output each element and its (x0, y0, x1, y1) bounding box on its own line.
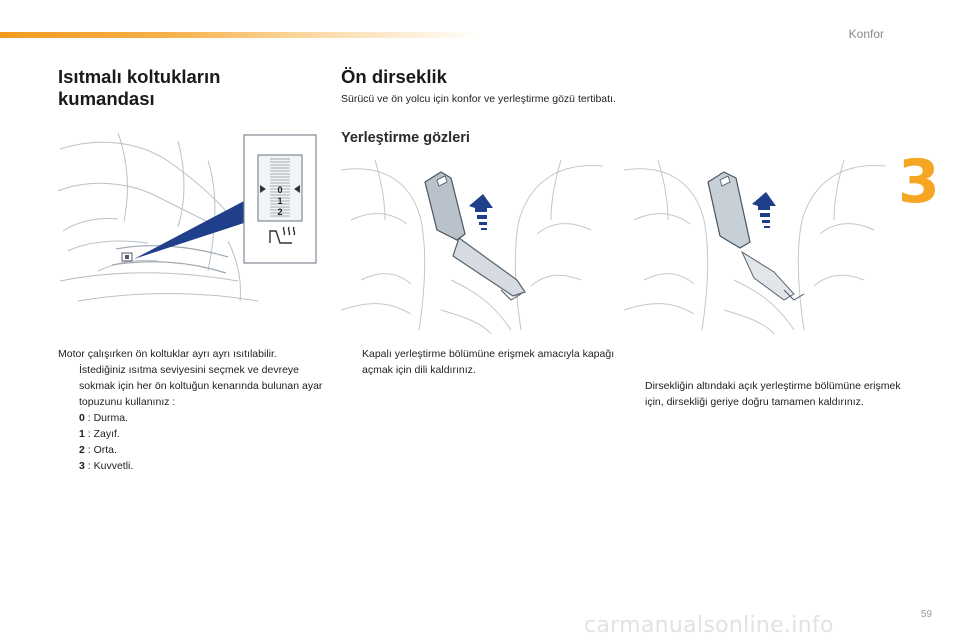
heated-seats-bullet: İstediğiniz ısıtma seviyesini seçmek ve … (58, 362, 323, 474)
storage-title: Yerleştirme gözleri (341, 130, 470, 146)
header-accent-bar (0, 32, 480, 38)
chapter-number: 3 (898, 147, 940, 217)
heated-seats-title-line2: kumandası (58, 88, 155, 109)
watermark: carmanualsonline.info (584, 613, 834, 638)
armrest-bullet-1: Kapalı yerleştirme bölümüne erişmek amac… (341, 346, 624, 378)
dial-mark-2: 2 (277, 207, 282, 217)
heated-seats-title: Isıtmalı koltukların kumandası (58, 66, 298, 110)
armrest-raised-illustration (624, 160, 886, 334)
level-1-label: : Zayıf. (84, 428, 120, 440)
section-label: Konfor (848, 27, 884, 41)
level-1: 1 : Zayıf. (79, 426, 323, 442)
armrest-lid-illustration (341, 160, 603, 334)
armrest-title: Ön dirseklik (341, 66, 447, 87)
heated-seat-illustration: 0 1 2 (58, 131, 318, 307)
dial-mark-0: 0 (277, 185, 282, 195)
level-0-label: : Durma. (84, 412, 129, 424)
level-2: 2 : Orta. (79, 442, 323, 458)
level-3-key: 3 (79, 460, 85, 472)
armrest-bullet-2-text: Dirsekliğin altındaki açık yerleştirme b… (645, 380, 901, 408)
heated-seats-instruction: İstediğiniz ısıtma seviyesini seçmek ve … (79, 364, 323, 408)
heated-seat-icon (269, 226, 296, 244)
heated-seats-title-line1: Isıtmalı koltukların (58, 66, 221, 87)
armrest-bullet-2: Dirsekliğin altındaki açık yerleştirme b… (624, 378, 907, 410)
armrest-bullet-1-text: Kapalı yerleştirme bölümüne erişmek amac… (362, 348, 615, 376)
page-number: 59 (920, 609, 932, 620)
dial-mark-1: 1 (277, 196, 282, 206)
heated-seats-intro: Motor çalışırken ön koltuklar ayrı ayrı … (58, 348, 277, 360)
level-0: 0 : Durma. (79, 410, 323, 426)
level-3-label: : Kuvvetli. (84, 460, 134, 472)
level-1-key: 1 (79, 428, 85, 440)
level-0-key: 0 (79, 412, 85, 424)
level-2-label: : Orta. (84, 444, 117, 456)
armrest-subtitle: Sürücü ve ön yolcu için konfor ve yerleş… (341, 93, 616, 105)
level-2-key: 2 (79, 444, 85, 456)
level-3: 3 : Kuvvetli. (79, 458, 323, 474)
heated-seats-text: Motor çalışırken ön koltuklar ayrı ayrı … (58, 346, 323, 474)
